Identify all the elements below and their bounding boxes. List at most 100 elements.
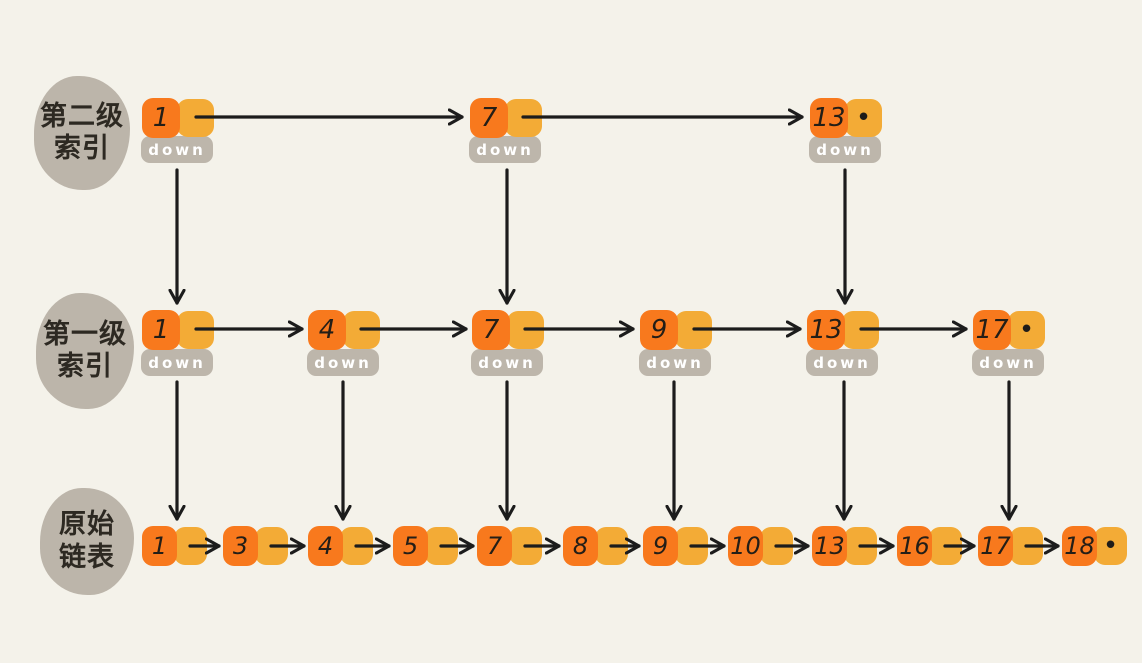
node-value-cell: 1	[142, 526, 177, 566]
label-line: 第二级	[40, 100, 124, 132]
node-value-cell: 17	[978, 526, 1013, 566]
down-text: down	[148, 140, 206, 159]
node-pointer-cell	[505, 99, 542, 137]
node-value-cell: 3	[223, 526, 258, 566]
node-value: 13	[812, 103, 846, 133]
node-pointer-cell	[255, 527, 288, 565]
down-badge: down	[972, 349, 1044, 376]
down-badge: down	[806, 349, 878, 376]
down-text: down	[813, 353, 871, 372]
node-value: 1	[152, 315, 170, 345]
label-line: 第一级	[43, 318, 127, 350]
label-line: 索引	[54, 133, 110, 164]
index1-node-9: 9	[640, 310, 712, 350]
node-value-cell: 8	[563, 526, 598, 566]
node-value: 9	[650, 315, 668, 345]
node-value: 7	[486, 532, 503, 560]
node-pointer-cell	[760, 527, 793, 565]
down-text: down	[979, 353, 1037, 372]
list-node-8: 8	[563, 526, 628, 566]
node-pointer-cell	[177, 99, 214, 137]
list-node-17: 17	[978, 526, 1043, 566]
index1-node-7: 7	[472, 310, 544, 350]
down-text: down	[816, 140, 874, 159]
node-value-cell: 5	[393, 526, 428, 566]
node-pointer-cell	[675, 527, 708, 565]
node-value-cell: 9	[640, 310, 678, 350]
node-value: 8	[572, 532, 589, 560]
node-value: 1	[151, 532, 168, 560]
label-line: 索引	[57, 351, 113, 382]
index2-node-7: 7	[470, 98, 542, 138]
node-value-cell: 1	[142, 98, 180, 138]
label-line: 链表	[59, 541, 115, 573]
node-value: 13	[814, 532, 845, 560]
down-text: down	[478, 353, 536, 372]
list-node-16: 16	[897, 526, 962, 566]
node-value: 10	[730, 532, 761, 560]
down-badge: down	[809, 136, 881, 163]
node-value: 3	[232, 532, 249, 560]
node-value: 5	[402, 532, 419, 560]
node-value-cell: 7	[470, 98, 508, 138]
null-pointer-dot: •	[1102, 531, 1119, 561]
label-line: 原始	[59, 509, 115, 541]
node-pointer-cell	[844, 527, 877, 565]
index1-node-4: 4	[308, 310, 380, 350]
node-pointer-cell	[340, 527, 373, 565]
index1-node-1: 1	[142, 310, 214, 350]
list-node-9: 9	[643, 526, 708, 566]
node-value: 4	[317, 532, 334, 560]
label-first-level-index: 第一级 索引	[36, 293, 134, 409]
null-pointer-dot: •	[855, 103, 872, 133]
node-pointer-cell	[425, 527, 458, 565]
node-value-cell: 10	[728, 526, 763, 566]
node-pointer-cell: •	[845, 99, 882, 137]
node-value-cell: 13	[807, 310, 845, 350]
index1-node-17: 17 •	[973, 310, 1045, 350]
index2-node-1: 1	[142, 98, 214, 138]
node-value: 16	[899, 532, 930, 560]
node-value-cell: 7	[477, 526, 512, 566]
node-pointer-cell: •	[1008, 311, 1045, 349]
list-node-1: 1	[142, 526, 207, 566]
node-pointer-cell	[595, 527, 628, 565]
node-pointer-cell	[507, 311, 544, 349]
list-node-4: 4	[308, 526, 373, 566]
node-value-cell: 18	[1062, 526, 1097, 566]
down-text: down	[476, 140, 534, 159]
null-pointer-dot: •	[1018, 315, 1035, 345]
node-value: 13	[809, 315, 843, 345]
node-pointer-cell	[929, 527, 962, 565]
node-value: 7	[482, 315, 500, 345]
down-badge: down	[307, 349, 379, 376]
node-value: 17	[975, 315, 1009, 345]
list-node-3: 3	[223, 526, 288, 566]
node-pointer-cell	[174, 527, 207, 565]
node-value: 9	[652, 532, 669, 560]
list-node-7: 7	[477, 526, 542, 566]
node-pointer-cell	[509, 527, 542, 565]
node-pointer-cell	[343, 311, 380, 349]
node-value: 18	[1064, 532, 1095, 560]
down-text: down	[314, 353, 372, 372]
down-badge: down	[471, 349, 543, 376]
node-pointer-cell	[177, 311, 214, 349]
list-node-10: 10	[728, 526, 793, 566]
list-node-5: 5	[393, 526, 458, 566]
node-value-cell: 17	[973, 310, 1011, 350]
node-pointer-cell	[842, 311, 879, 349]
list-node-13: 13	[812, 526, 877, 566]
label-second-level-index: 第二级 索引	[34, 76, 130, 190]
label-original-linked-list: 原始 链表	[40, 488, 134, 595]
node-value-cell: 16	[897, 526, 932, 566]
down-badge: down	[141, 349, 213, 376]
list-node-18: 18 •	[1062, 526, 1127, 566]
node-value-cell: 13	[810, 98, 848, 138]
node-value: 7	[480, 103, 498, 133]
index1-node-13: 13	[807, 310, 879, 350]
node-value: 1	[152, 103, 170, 133]
node-value-cell: 4	[308, 310, 346, 350]
node-value: 4	[318, 315, 336, 345]
